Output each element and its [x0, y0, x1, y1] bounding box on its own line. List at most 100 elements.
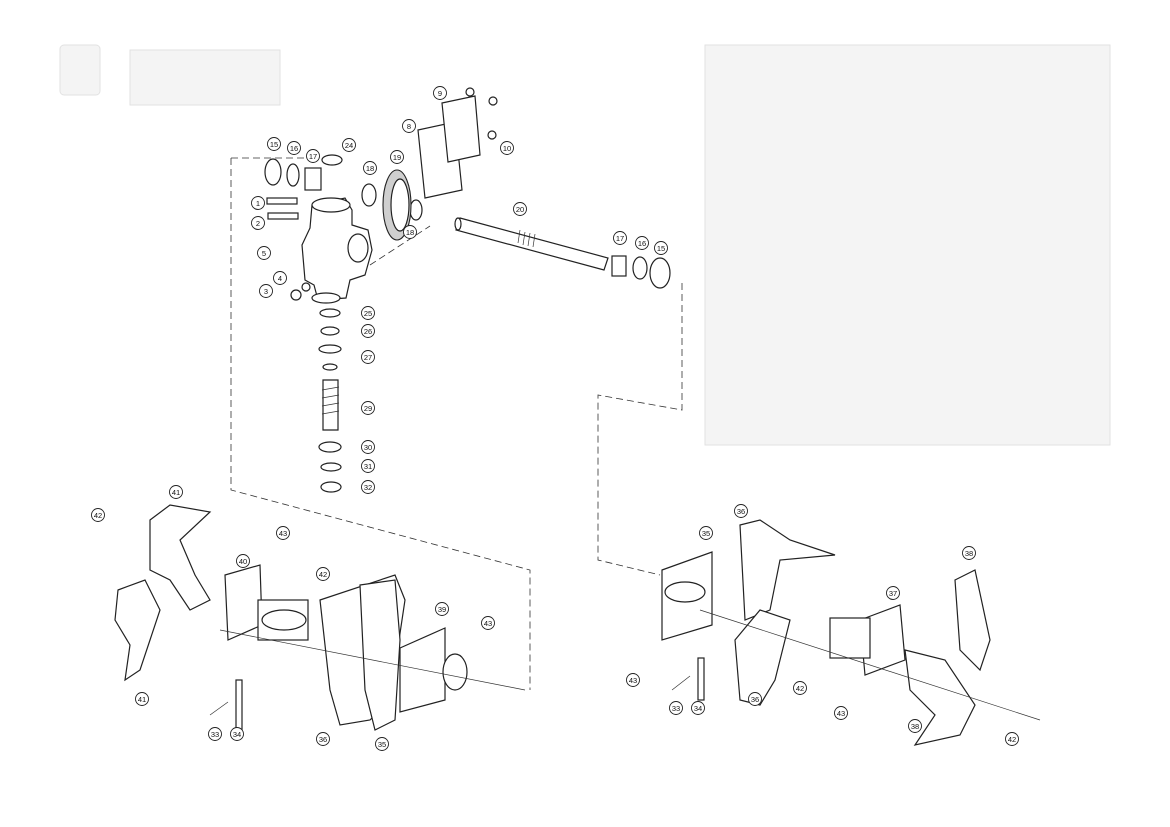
callout-circle — [257, 246, 271, 260]
callout-43: 43 — [626, 673, 640, 687]
callout-circle — [613, 231, 627, 245]
callout-number: 40 — [239, 557, 247, 566]
callout-41: 41 — [169, 485, 183, 499]
callout-circle — [635, 236, 649, 250]
callout-42: 42 — [316, 567, 330, 581]
callout-number: 36 — [737, 507, 745, 516]
callout-circle — [669, 701, 683, 715]
callout-number: 33 — [211, 730, 219, 739]
callout-38: 38 — [962, 546, 976, 560]
callout-15: 15 — [267, 137, 281, 151]
callout-42: 42 — [1005, 732, 1019, 746]
gearbox-housing — [301, 197, 373, 301]
callout-circle — [273, 271, 287, 285]
callout-circle — [361, 401, 375, 415]
callout-35: 35 — [375, 737, 389, 751]
callout-16: 16 — [635, 236, 649, 250]
callout-circle — [135, 692, 149, 706]
callout-number: 24 — [345, 141, 353, 150]
callout-circle — [91, 508, 105, 522]
callout-number: 26 — [364, 327, 372, 336]
callout-number: 20 — [516, 205, 524, 214]
callout-number: 10 — [503, 144, 511, 153]
callout-18: 18 — [363, 161, 377, 175]
faded-header-area — [59, 44, 1111, 446]
callout-circle — [402, 119, 416, 133]
callout-9: 9 — [433, 86, 447, 100]
callout-circle — [267, 137, 281, 151]
callout-31: 31 — [361, 459, 375, 473]
callout-37: 37 — [886, 586, 900, 600]
callout-circle — [169, 485, 183, 499]
callout-circle — [361, 480, 375, 494]
callout-36: 36 — [316, 732, 330, 746]
callout-27: 27 — [361, 350, 375, 364]
callout-number: 16 — [290, 144, 298, 153]
callout-number: 38 — [965, 549, 973, 558]
callout-number: 15 — [657, 244, 665, 253]
callout-30: 30 — [361, 440, 375, 454]
callout-number: 36 — [319, 735, 327, 744]
callout-number: 8 — [407, 122, 411, 131]
callout-circle — [626, 673, 640, 687]
callout-42: 42 — [793, 681, 807, 695]
callout-number: 39 — [438, 605, 446, 614]
callout-circle — [230, 727, 244, 741]
callout-19: 19 — [390, 150, 404, 164]
callout-circle — [361, 459, 375, 473]
callout-circle — [361, 306, 375, 320]
callout-circle — [513, 202, 527, 216]
callout-43: 43 — [481, 616, 495, 630]
callout-number: 31 — [364, 462, 372, 471]
callout-circle — [734, 504, 748, 518]
callout-16: 16 — [287, 141, 301, 155]
callout-number: 17 — [616, 234, 624, 243]
callout-circle — [236, 554, 250, 568]
part-callouts: 1 2 3 4 5 8 9 10 15 16 17 24 18 19 18 20 17 16 15 25 26 27 29 3… — [91, 86, 1019, 751]
callout-number: 43 — [279, 529, 287, 538]
callout-number: 2 — [256, 219, 260, 228]
callout-24: 24 — [342, 138, 356, 152]
callout-number: 30 — [364, 443, 372, 452]
callout-circle — [834, 706, 848, 720]
callout-circle — [342, 138, 356, 152]
callout-circle — [316, 732, 330, 746]
callout-circle — [259, 284, 273, 298]
callout-circle — [403, 225, 417, 239]
callout-circle — [361, 324, 375, 338]
callout-number: 15 — [270, 140, 278, 149]
callout-4: 4 — [273, 271, 287, 285]
callout-5: 5 — [257, 246, 271, 260]
callout-circle — [500, 141, 514, 155]
callout-circle — [306, 149, 320, 163]
callout-36: 36 — [748, 692, 762, 706]
callout-circle — [361, 440, 375, 454]
callout-number: 43 — [837, 709, 845, 718]
callout-25: 25 — [361, 306, 375, 320]
drive-shaft — [455, 217, 609, 271]
callout-circle — [435, 602, 449, 616]
callout-number: 18 — [406, 228, 414, 237]
callout-17: 17 — [306, 149, 320, 163]
callout-number: 3 — [264, 287, 268, 296]
callout-circle — [363, 161, 377, 175]
callout-18: 18 — [403, 225, 417, 239]
callout-circle — [251, 196, 265, 210]
callout-number: 1 — [256, 199, 260, 208]
callout-circle — [1005, 732, 1019, 746]
callout-circle — [375, 737, 389, 751]
callout-29: 29 — [361, 401, 375, 415]
callout-circle — [287, 141, 301, 155]
callout-circle — [481, 616, 495, 630]
callout-number: 4 — [278, 274, 282, 283]
callout-number: 32 — [364, 483, 372, 492]
callout-39: 39 — [435, 602, 449, 616]
callout-number: 25 — [364, 309, 372, 318]
callout-33: 33 — [669, 701, 683, 715]
callout-circle — [361, 350, 375, 364]
callout-circle — [208, 727, 222, 741]
callout-38: 38 — [908, 719, 922, 733]
callout-circle — [654, 241, 668, 255]
callout-33: 33 — [208, 727, 222, 741]
